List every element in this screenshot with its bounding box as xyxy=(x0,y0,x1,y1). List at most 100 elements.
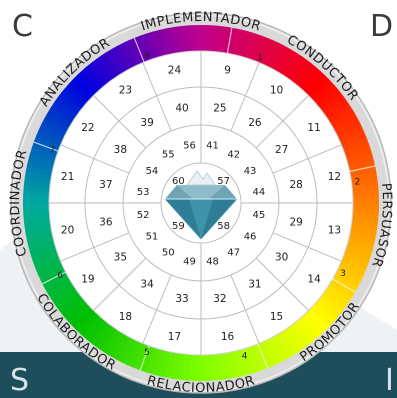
wheel-number: 26 xyxy=(248,117,262,129)
ring-color-segment xyxy=(175,353,186,381)
ring-color-segment xyxy=(23,212,50,222)
diamond-peak xyxy=(186,170,216,186)
ring-marker: 4 xyxy=(242,351,248,361)
ring-color-segment xyxy=(26,159,54,172)
ring-divider xyxy=(257,343,269,369)
ring-color-segment xyxy=(81,315,104,340)
ring-color-segment xyxy=(309,304,334,328)
ring-color-segment xyxy=(188,25,197,52)
ring-color-segment xyxy=(90,322,112,348)
ring-color-segment xyxy=(317,88,342,111)
wheel-number: 11 xyxy=(307,122,320,134)
ring-color-segment xyxy=(85,318,108,344)
ring-marker: 7 xyxy=(50,145,56,155)
ring-color-segment xyxy=(280,329,301,355)
ring-color-segment xyxy=(232,28,245,56)
ring-color-segment xyxy=(91,58,113,84)
ring-color-segment xyxy=(101,51,122,77)
wheel-number: 18 xyxy=(119,311,132,323)
wheel-number: 51 xyxy=(146,231,159,242)
ring-color-segment xyxy=(352,184,379,194)
ring-color-segment xyxy=(329,279,356,299)
ring-color-segment xyxy=(210,354,220,381)
diamond-facet-line xyxy=(164,198,202,240)
wheel-number: 55 xyxy=(162,150,175,161)
grid-divider xyxy=(272,232,342,262)
ring-color-segment xyxy=(323,287,349,309)
wheel-number: 24 xyxy=(168,64,182,76)
ring-color-segment xyxy=(49,282,75,303)
corner-letter-d: D xyxy=(370,9,394,44)
ring-color-segment xyxy=(29,147,57,162)
wheel-number: 22 xyxy=(81,122,94,134)
ring-color-segment xyxy=(201,25,209,52)
ring-color-segment xyxy=(100,328,121,354)
ring-color-segment xyxy=(56,92,82,114)
ring-color-segment xyxy=(236,349,251,376)
ring-color-segment xyxy=(306,308,330,332)
ring-color-segment xyxy=(227,27,239,55)
ring-color-segment xyxy=(337,264,364,282)
ring-color-segment xyxy=(133,343,150,371)
ring-color-segment xyxy=(72,74,96,98)
ring-color-segment xyxy=(339,130,367,147)
ring-color-segment xyxy=(252,35,269,63)
wheel-number: 56 xyxy=(183,141,196,152)
wheel-number: 32 xyxy=(213,293,226,305)
ring-color-segment xyxy=(222,26,233,54)
ring-color-segment xyxy=(347,153,374,168)
ring-color-segment xyxy=(262,40,280,67)
ring-color-segment xyxy=(35,129,63,147)
ring-color-segment xyxy=(343,249,371,265)
ring-color-segment xyxy=(193,354,201,381)
ring-color-segment xyxy=(289,322,311,348)
wheel-number: 48 xyxy=(206,256,219,267)
ring-color-segment xyxy=(111,334,130,361)
wheel-number: 13 xyxy=(328,224,341,236)
wheel-grid xyxy=(33,27,376,371)
ring-color-segment xyxy=(151,30,166,57)
wheel-number: 37 xyxy=(99,179,112,191)
ring-color-segment xyxy=(28,238,55,253)
ring-color-segment xyxy=(294,62,317,88)
wheel-number: 14 xyxy=(307,273,321,285)
ring-color-segment xyxy=(302,70,326,95)
ring-color-segment xyxy=(53,97,79,119)
ring-color-segment xyxy=(127,341,145,369)
ring-color-segment xyxy=(157,28,171,56)
ring-color-segment xyxy=(46,107,73,127)
ring-color-segment xyxy=(350,224,378,235)
wheel-number: 31 xyxy=(248,278,261,290)
ring-color-segment xyxy=(351,218,379,229)
ring-marker: 8 xyxy=(144,51,150,61)
wheel-number: 45 xyxy=(252,210,265,221)
ring-color-segment xyxy=(348,234,376,247)
ring-color-segment xyxy=(24,171,52,182)
ring-color-segment xyxy=(182,25,192,52)
wheel-number: 28 xyxy=(289,179,302,191)
ring-color-segment xyxy=(96,54,117,81)
corner-letter-c: C xyxy=(12,9,33,44)
ring-color-segment xyxy=(52,287,79,308)
ring-color-segment xyxy=(272,45,291,72)
ring-color-segment xyxy=(205,354,214,381)
wheel-number: 9 xyxy=(224,64,231,76)
ring-color-segment xyxy=(349,229,377,241)
wheel-number: 54 xyxy=(146,166,159,177)
wheel-number: 20 xyxy=(61,224,74,236)
ring-color-segment xyxy=(60,295,85,318)
ring-color-segment xyxy=(285,55,307,81)
ring-color-segment xyxy=(163,351,175,379)
wheel-number: 15 xyxy=(270,311,283,323)
wheel-number: 12 xyxy=(328,171,341,183)
ring-color-segment xyxy=(277,48,297,75)
ring-color-segment xyxy=(169,352,180,380)
ring-color-segment xyxy=(237,30,251,58)
ring-color-segment xyxy=(72,308,96,332)
ring-divider xyxy=(226,27,233,54)
ring-color-segment xyxy=(341,254,369,271)
ring-color-segment xyxy=(64,300,89,323)
ring-color-segment xyxy=(316,296,342,319)
ring-color-segment xyxy=(352,203,379,211)
ring-color-segment xyxy=(194,24,202,52)
